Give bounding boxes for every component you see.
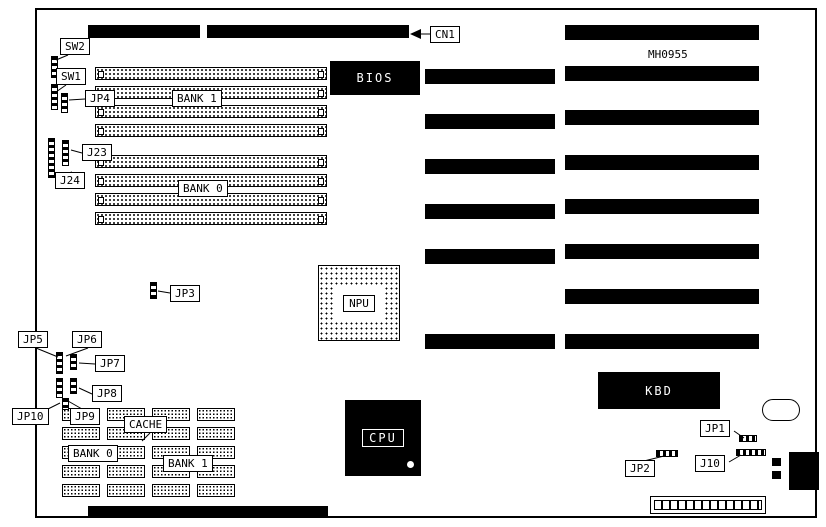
jp1-jumper — [739, 435, 757, 442]
expansion-slot — [425, 159, 555, 174]
cpu-pin1-dot — [407, 461, 414, 468]
label-jp2: JP2 — [625, 460, 655, 477]
expansion-slot — [565, 244, 759, 259]
bios-chip: BIOS — [330, 61, 420, 95]
label-jp3: JP3 — [170, 285, 200, 302]
cache-chip — [62, 427, 100, 440]
sw2-switch — [51, 56, 58, 78]
jp6-jumper — [70, 354, 77, 370]
expansion-slot — [565, 199, 759, 214]
bios-label: BIOS — [356, 71, 394, 85]
cache-chip — [62, 465, 100, 478]
label-jp9: JP9 — [70, 408, 100, 425]
kbd-chip: KBD — [598, 372, 720, 409]
cache-chip — [197, 408, 235, 421]
cpu-label: CPU — [362, 429, 404, 447]
label-jp1: JP1 — [700, 420, 730, 437]
expansion-slot — [565, 25, 759, 40]
label-jp6: JP6 — [72, 331, 102, 348]
label-jp8: JP8 — [92, 385, 122, 402]
label-bank0: BANK 0 — [178, 180, 228, 197]
pin-header-cells — [654, 500, 762, 510]
expansion-slot — [425, 249, 555, 264]
npu-socket: NPU — [318, 265, 400, 341]
cache-chip — [197, 484, 235, 497]
jp3-jumper — [150, 282, 157, 299]
expansion-slot — [565, 289, 759, 304]
label-sw1: SW1 — [56, 68, 86, 85]
simm-socket — [95, 67, 327, 80]
expansion-slot — [565, 155, 759, 170]
npu-label: NPU — [343, 294, 375, 312]
simm-socket — [95, 155, 327, 168]
label-jp7: JP7 — [95, 355, 125, 372]
edge-connector-slot — [88, 25, 200, 38]
jp5-jumper — [56, 352, 63, 374]
part-number: MH0955 — [648, 48, 688, 61]
battery-component — [762, 399, 800, 421]
label-jp4: JP4 — [85, 90, 115, 107]
jp9-jumper — [62, 398, 69, 410]
label-jp5: JP5 — [18, 331, 48, 348]
label-jp10: JP10 — [12, 408, 49, 425]
expansion-slot — [565, 334, 759, 349]
j23-connector — [48, 138, 55, 178]
j24-connector — [62, 140, 69, 166]
j10-connector — [736, 449, 766, 456]
label-sw2: SW2 — [60, 38, 90, 55]
expansion-slot — [425, 114, 555, 129]
cpu-chip: CPU — [345, 400, 421, 476]
expansion-slot — [565, 110, 759, 125]
keyboard-port — [789, 452, 819, 490]
kbd-label: KBD — [645, 383, 673, 398]
expansion-slot — [425, 334, 555, 349]
edge-connector-slot — [207, 25, 409, 38]
pin-header-connector — [650, 496, 766, 514]
simm-socket — [95, 193, 327, 206]
sw1-switch — [51, 84, 58, 110]
simm-socket — [95, 124, 327, 137]
label-cn1: CN1 — [430, 26, 460, 43]
simm-socket — [95, 105, 327, 118]
label-j23: J23 — [82, 144, 112, 161]
cache-chip — [107, 465, 145, 478]
cache-chip — [152, 484, 190, 497]
cache-chip — [62, 484, 100, 497]
jp8-jumper — [70, 378, 77, 394]
jp2-jumper — [656, 450, 678, 457]
expansion-slot — [425, 69, 555, 84]
label-cache-bank0: BANK 0 — [68, 445, 118, 462]
edge-connector-slot — [88, 506, 328, 518]
label-j10: J10 — [695, 455, 725, 472]
jp7-jumper — [56, 378, 63, 398]
cache-chip — [107, 484, 145, 497]
edge-component — [772, 458, 781, 466]
simm-socket — [95, 212, 327, 225]
label-j24: J24 — [55, 172, 85, 189]
expansion-slot — [565, 66, 759, 81]
cache-chip — [197, 427, 235, 440]
label-bank1: BANK 1 — [172, 90, 222, 107]
label-cache: CACHE — [124, 416, 168, 433]
label-cache-bank1: BANK 1 — [163, 455, 213, 472]
jp4-jumper — [61, 93, 68, 113]
expansion-slot — [425, 204, 555, 219]
edge-component — [772, 471, 781, 479]
